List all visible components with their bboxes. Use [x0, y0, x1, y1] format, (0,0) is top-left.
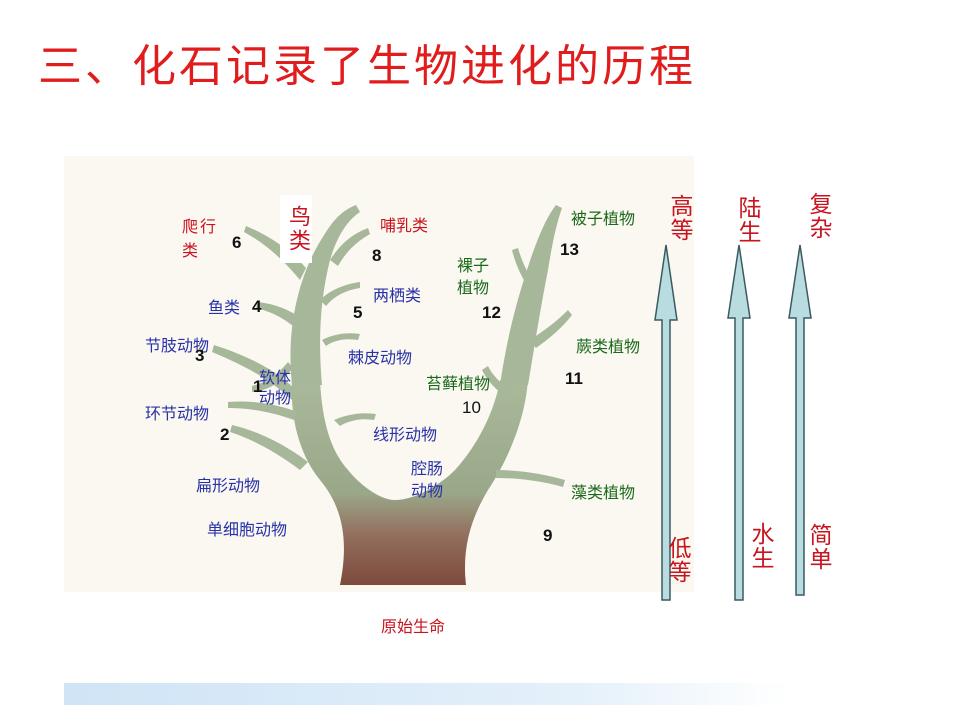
label-amphibians: 两栖类 — [373, 286, 422, 305]
arrow-top-complex: 复杂 — [809, 192, 833, 242]
label-birds: 鸟类 — [280, 195, 312, 263]
arrow-complex — [788, 244, 812, 596]
branch-mollusk — [252, 362, 293, 392]
label-annelids: 环节动物 — [145, 404, 210, 423]
number-2: 2 — [220, 425, 230, 444]
number-8: 8 — [372, 246, 382, 265]
left-stem — [290, 205, 360, 385]
branch-arthropod — [212, 345, 298, 400]
branch-fish — [256, 302, 304, 330]
branch-fern — [530, 310, 572, 348]
label-arthropods: 节肢动物 — [145, 336, 210, 355]
label-ferns: 蕨类植物 — [576, 337, 641, 356]
label-angiosperms: 被子植物 — [571, 209, 636, 228]
branch-nematode — [334, 413, 376, 426]
label-reptiles: 爬行类 — [182, 217, 219, 260]
number-12: 12 — [482, 303, 501, 322]
label-echinoderms: 棘皮动物 — [348, 348, 413, 367]
branch-moss — [482, 366, 516, 400]
footer-bar — [64, 683, 790, 705]
number-6: 6 — [232, 233, 242, 252]
branch-annelid — [228, 401, 298, 420]
label-protozoa: 单细胞动物 — [207, 520, 288, 539]
page-title: 三、化石记录了生物进化的历程 — [38, 41, 696, 92]
branch-gymnosperm — [512, 248, 536, 290]
branch-algae — [496, 470, 565, 487]
right-stem — [500, 205, 562, 385]
label-fish: 鱼类 — [208, 298, 241, 317]
number-1: 1 — [253, 377, 263, 396]
arrow-bottom-complex: 简单 — [809, 523, 833, 573]
arrow-advanced — [654, 244, 678, 601]
label-coelenterates: 腔肠动物 — [411, 459, 444, 500]
arrow-top-terrestrial: 陆生 — [738, 196, 762, 246]
label-mosses: 苔藓植物 — [426, 374, 491, 393]
number-3: 3 — [195, 346, 205, 365]
number-13: 13 — [560, 240, 579, 259]
number-11: 11 — [565, 369, 583, 388]
branch-echinoderm — [322, 333, 360, 346]
number-9: 9 — [543, 526, 553, 545]
tree-trunk-base — [291, 380, 528, 585]
arrow-bottom-advanced: 低等 — [668, 536, 692, 586]
number-4: 4 — [252, 297, 262, 316]
branch-amphibian — [320, 282, 360, 306]
number-10: 10 — [462, 398, 481, 417]
branch-mammal — [330, 228, 370, 266]
branch-reptile — [244, 226, 306, 280]
label-algae: 藻类植物 — [571, 483, 636, 502]
label-mollusks: 软体动物 — [259, 368, 292, 407]
arrow-terrestrial — [727, 244, 751, 601]
label-flatworms: 扁形动物 — [196, 476, 261, 495]
branch-lower-left — [230, 425, 308, 470]
arrow-bottom-terrestrial: 水生 — [751, 522, 775, 572]
number-5: 5 — [353, 303, 363, 322]
label-origin: 原始生命 — [381, 617, 446, 636]
arrow-top-advanced: 高等 — [670, 194, 694, 244]
label-mammals: 哺乳类 — [380, 216, 429, 235]
label-nematodes: 线形动物 — [373, 425, 438, 444]
label-gymnosperms: 裸子植物 — [457, 256, 490, 297]
